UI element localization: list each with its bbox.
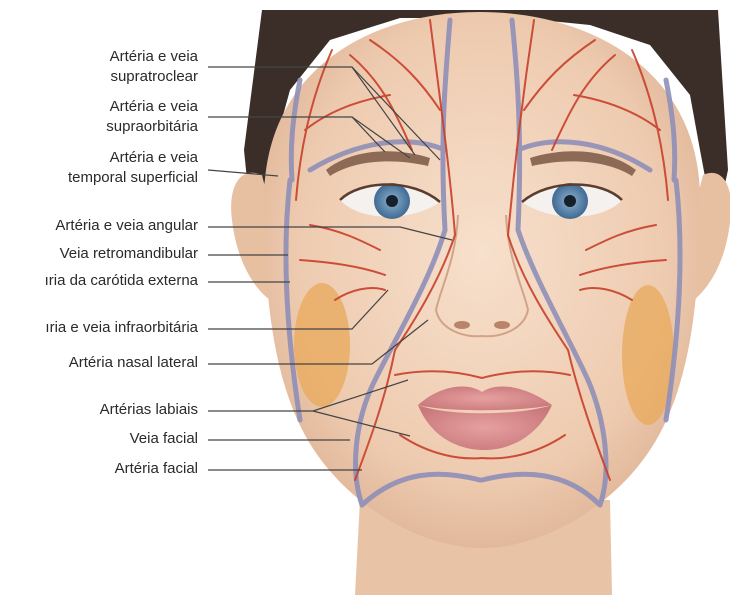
label-supratroclear-line2: supratroclear [110,68,198,86]
label-labiais: Artérias labiais [100,401,198,419]
label-nasal-lateral: Artéria nasal lateral [69,354,198,372]
label-supratroclear-line1: Artéria e veia [110,48,198,66]
label-angular: Artéria e veia angular [55,217,198,235]
label-arteria-facial: Artéria facial [115,460,198,478]
label-infraorbitaria: ıria e veia infraorbitária [45,319,198,337]
label-temporal-line2: temporal superficial [68,169,198,187]
label-supraorbitaria-line2: supraorbitária [106,118,198,136]
label-retromandibular: Veia retromandibular [60,245,198,263]
label-supraorbitaria-line1: Artéria e veia [110,98,198,116]
label-carotida: ıria da carótida externa [45,272,198,290]
label-veia-facial: Veia facial [130,430,198,448]
label-temporal-line1: Artéria e veia [110,149,198,167]
